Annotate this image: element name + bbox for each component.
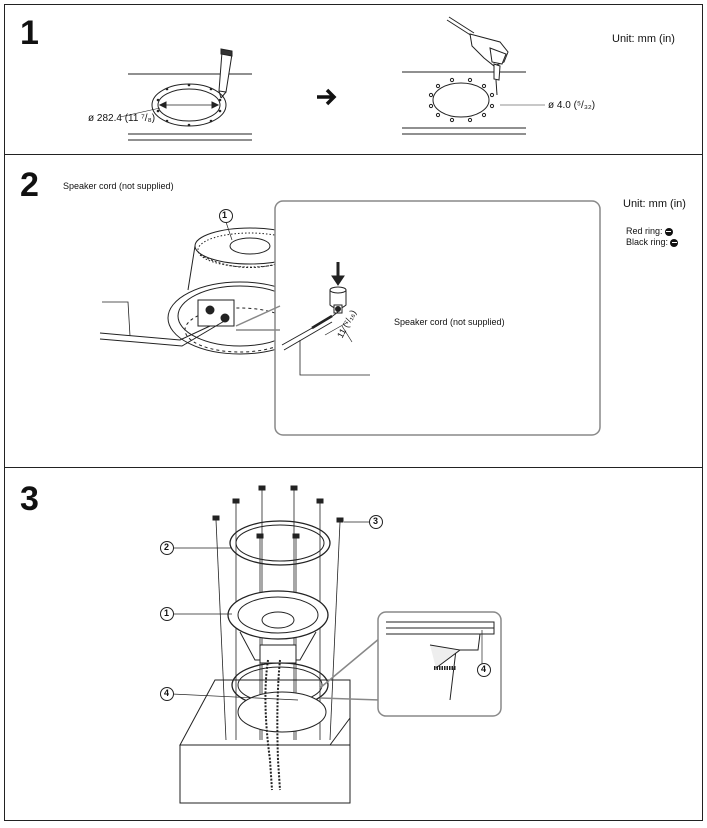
callout-circle-2 — [160, 541, 174, 555]
inset-box — [274, 200, 601, 436]
callout-1-number-step3: 1 — [164, 608, 170, 618]
callout-circle-4-inset — [477, 663, 491, 677]
arrow-right-icon — [317, 88, 337, 106]
callout-circle-4 — [160, 687, 174, 701]
callout-1-number-step2: 1 — [222, 210, 228, 220]
red-ring-label: Red ring: — [626, 226, 663, 236]
callout-4-number: 4 — [164, 688, 170, 698]
hole-diameter-label: ø 4.0 (⁵/₃₂) — [548, 100, 596, 111]
speaker-cord-label-left: Speaker cord (not supplied) — [63, 181, 174, 191]
page-frame — [4, 4, 703, 821]
red-ring-legend: Red ring: — [626, 226, 673, 236]
unit-label-step2: Unit: mm (in) — [623, 198, 686, 210]
step-number-2: 2 — [20, 166, 39, 204]
callout-circle-1 — [219, 209, 233, 223]
step-number-1: 1 — [20, 14, 39, 52]
section-divider-1 — [4, 154, 703, 155]
minus-terminal-icon — [670, 238, 679, 247]
callout-circle-1b — [160, 607, 174, 621]
step-number-3: 3 — [20, 480, 39, 518]
black-ring-legend: Black ring: — [626, 237, 679, 247]
callout-3-number: 3 — [373, 516, 379, 526]
black-ring-label: Black ring: — [626, 237, 669, 247]
callout-2-number: 2 — [164, 542, 170, 552]
callout-circle-3 — [369, 515, 383, 529]
callout-4-inset-number: 4 — [481, 664, 487, 674]
plus-terminal-icon — [664, 227, 673, 236]
speaker-cord-label-inset: Speaker cord (not supplied) — [394, 317, 505, 327]
unit-label-step1: Unit: mm (in) — [612, 33, 675, 45]
section-divider-2 — [4, 467, 703, 468]
cutout-diameter-label: ø 282.4 (11 ⁷/₈) — [88, 113, 156, 124]
